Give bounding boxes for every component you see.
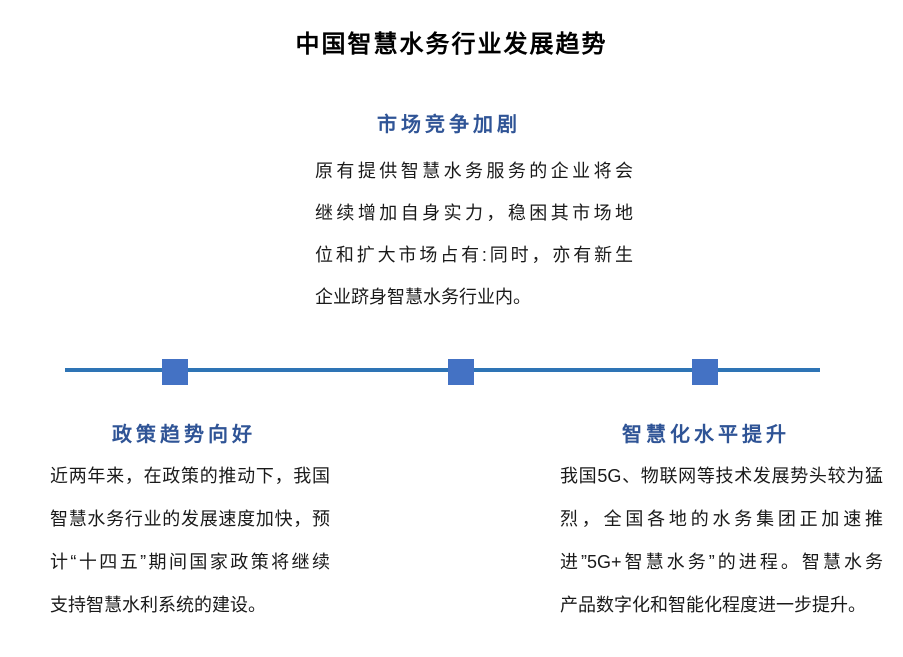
body-line: 位和扩大市场占有:同时，亦有新生 <box>315 245 633 265</box>
body-line: 智慧水务行业的发展速度加快，预 <box>50 509 330 529</box>
section-body-policy-trend: 近两年来，在政策的推动下，我国 智慧水务行业的发展速度加快，预 计“十四五”期间… <box>50 455 330 627</box>
body-line: 进”5G+智慧水务”的进程。智慧水务 <box>560 552 883 572</box>
body-line: 计“十四五”期间国家政策将继续 <box>50 552 330 572</box>
body-line: 烈，全国各地的水务集团正加速推 <box>560 509 883 529</box>
body-line: 产品数字化和智能化程度进一步提升。 <box>560 595 866 615</box>
timeline-line <box>65 368 820 372</box>
timeline-marker-smart-level <box>692 359 718 385</box>
body-line: 继续增加自身实力，稳困其市场地 <box>315 203 633 223</box>
body-line: 企业跻身智慧水务行业内。 <box>315 287 531 307</box>
section-body-market-competition: 原有提供智慧水务服务的企业将会 继续增加自身实力，稳困其市场地 位和扩大市场占有… <box>315 150 633 318</box>
section-heading-smart-level: 智慧化水平提升 <box>622 424 790 446</box>
body-line: 近两年来，在政策的推动下，我国 <box>50 466 330 486</box>
section-body-smart-level: 我国5G、物联网等技术发展势头较为猛 烈，全国各地的水务集团正加速推 进”5G+… <box>560 455 883 627</box>
body-line: 原有提供智慧水务服务的企业将会 <box>315 161 633 181</box>
section-heading-policy-trend: 政策趋势向好 <box>112 424 256 446</box>
body-line: 我国5G、物联网等技术发展势头较为猛 <box>560 466 883 486</box>
timeline-marker-policy-trend <box>162 359 188 385</box>
page-title: 中国智慧水务行业发展趋势 <box>295 31 608 58</box>
section-heading-market-competition: 市场竞争加剧 <box>377 114 521 136</box>
body-line: 支持智慧水利系统的建设。 <box>50 595 266 615</box>
timeline-marker-market-competition <box>448 359 474 385</box>
